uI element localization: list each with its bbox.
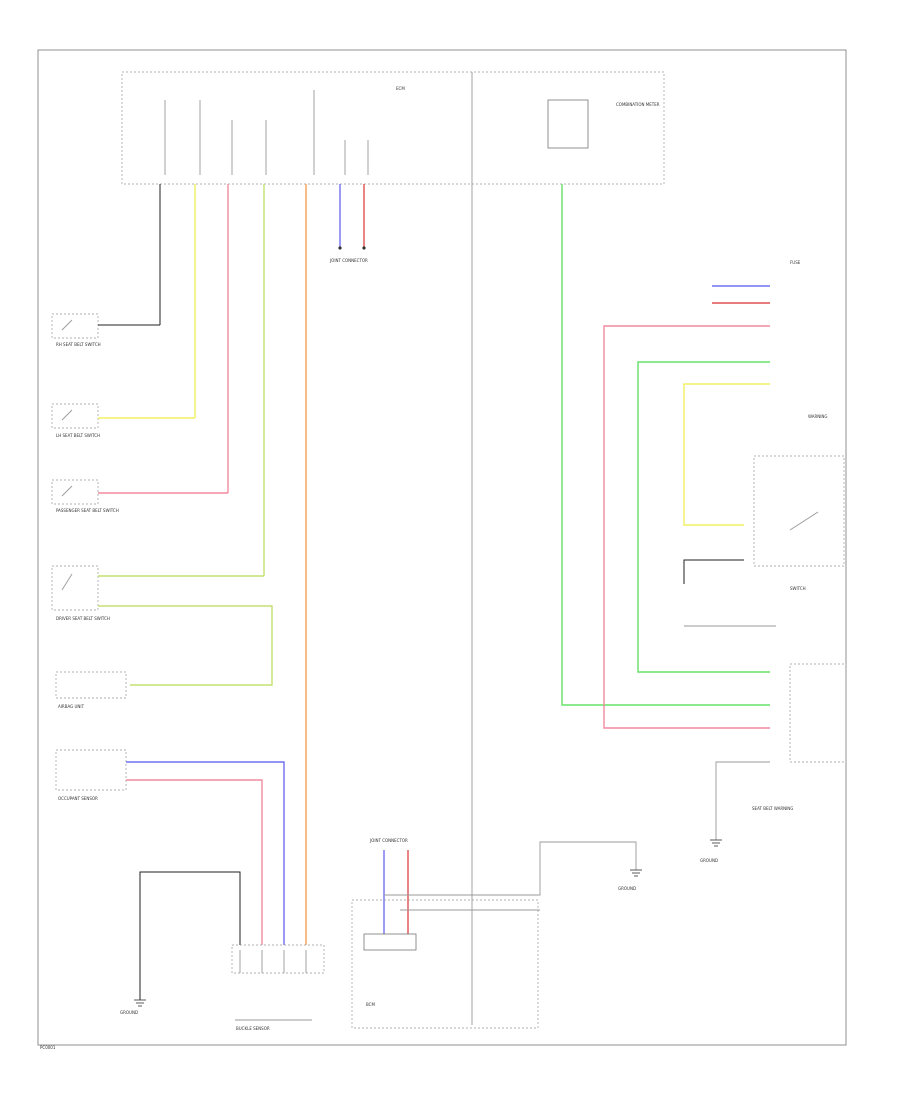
right-switch-label: SWITCH bbox=[790, 586, 806, 591]
connector-dot-2 bbox=[362, 246, 366, 250]
right-meter-box bbox=[789, 663, 847, 763]
occupant-sensor-label: OCCUPANT SENSOR bbox=[58, 796, 98, 801]
ecm-pins bbox=[164, 90, 369, 175]
wire-green-1 bbox=[561, 184, 770, 706]
airbag-unit-label: AIRBAG UNIT bbox=[58, 704, 85, 709]
wire-black-ground bbox=[139, 871, 241, 1000]
wire-blue-2 bbox=[126, 761, 285, 945]
right-bottom-label: SEAT BELT WARNING bbox=[752, 806, 793, 811]
svg-text:RH SEAT BELT SWITCH: RH SEAT BELT SWITCH bbox=[56, 342, 101, 347]
wire-green-right bbox=[637, 361, 770, 673]
airbag-unit-box bbox=[55, 671, 127, 699]
bcm-box bbox=[351, 899, 539, 1029]
wire-black-right bbox=[683, 559, 744, 584]
occupant-sensor-box bbox=[55, 749, 127, 791]
ground-left-label: GROUND bbox=[120, 1010, 138, 1015]
buckle-sensor-label: BUCKLE SENSOR bbox=[236, 1026, 270, 1031]
ecm-box bbox=[121, 71, 665, 185]
right-legend-label: FUSE bbox=[790, 260, 801, 265]
connector-dot-1 bbox=[338, 246, 342, 250]
ground-right-icon bbox=[710, 839, 722, 847]
svg-text:PASSENGER SEAT BELT SWITCH: PASSENGER SEAT BELT SWITCH bbox=[56, 508, 119, 513]
right-switch-lever bbox=[789, 511, 819, 531]
ground-center-icon bbox=[630, 869, 642, 877]
ground-left-icon bbox=[134, 999, 146, 1007]
right-warning-label: WARNING bbox=[808, 414, 828, 419]
meter-label: COMBINATION METER bbox=[616, 102, 660, 107]
corner-note: PC0001 bbox=[40, 1045, 56, 1050]
buckle-sensor-box bbox=[231, 944, 325, 974]
seat-switch-3: PASSENGER SEAT BELT SWITCH bbox=[51, 479, 119, 513]
diagram-frame bbox=[37, 49, 847, 1046]
meter-inner-box bbox=[547, 99, 589, 149]
wire-pink-right bbox=[603, 325, 770, 729]
wire-pink-2 bbox=[126, 779, 263, 945]
wire-gray-ground-right bbox=[715, 761, 770, 840]
ground-right-label: GROUND bbox=[700, 858, 718, 863]
svg-text:DRIVER SEAT BELT SWITCH: DRIVER SEAT BELT SWITCH bbox=[56, 616, 110, 621]
buckle-sensor-pins bbox=[239, 950, 307, 973]
seat-switch-2: LH SEAT BELT SWITCH bbox=[51, 403, 100, 438]
seat-switch-1: RH SEAT BELT SWITCH bbox=[51, 313, 101, 347]
wire-gray-bottom bbox=[384, 841, 637, 896]
joint-connector-2-label: JOINT CONNECTOR bbox=[369, 838, 408, 843]
wire-yg-2 bbox=[98, 605, 273, 686]
joint-connector-1-label: JOINT CONNECTOR bbox=[329, 258, 368, 263]
ecm-label: ECM bbox=[396, 86, 405, 91]
right-switch-box bbox=[753, 455, 845, 567]
bcm-label: BCM bbox=[366, 1002, 375, 1007]
seat-switch-4: DRIVER SEAT BELT SWITCH bbox=[51, 565, 110, 621]
ground-center-label: GROUND bbox=[618, 886, 636, 891]
bcm-inner-box bbox=[363, 933, 417, 951]
wire-yellow-right bbox=[683, 383, 770, 526]
svg-text:LH SEAT BELT SWITCH: LH SEAT BELT SWITCH bbox=[56, 433, 100, 438]
